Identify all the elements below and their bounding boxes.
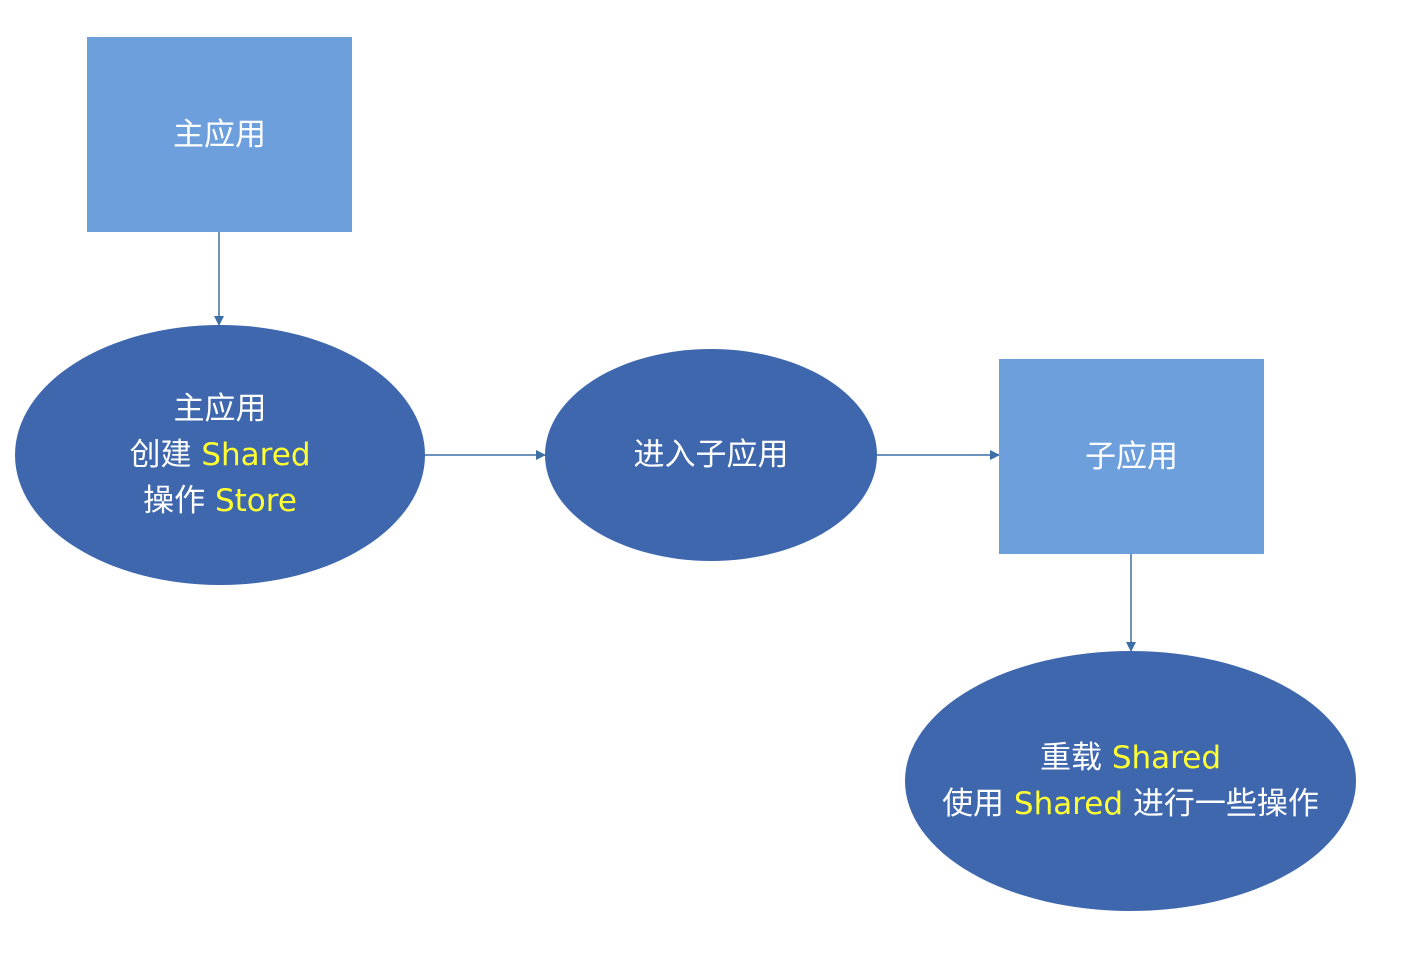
create-shared-line-1: 主应用 (173, 391, 267, 427)
reload-shared-line-2-prefix: 使用 (942, 786, 1014, 822)
enter-sub-app-ellipse: 进入子应用 (545, 349, 877, 561)
main-app-box: 主应用 (87, 37, 352, 232)
create-shared-ellipse: 主应用 创建 Shared 操作 Store (15, 325, 425, 585)
create-shared-line-3-highlight: Store (214, 483, 297, 519)
sub-app-label: 子应用 (1085, 438, 1178, 475)
reload-shared-line-1-prefix: 重载 (1040, 740, 1112, 776)
create-shared-line-2-prefix: 创建 (129, 437, 202, 473)
reload-shared-line-2-highlight: Shared (1013, 786, 1124, 822)
create-shared-line-3: 操作 Store (143, 478, 297, 524)
sub-app-box: 子应用 (999, 359, 1264, 554)
reload-shared-ellipse: 重载 Shared 使用 Shared 进行一些操作 (905, 651, 1356, 911)
create-shared-line-2: 创建 Shared (130, 432, 311, 478)
reload-shared-line-2: 使用 Shared 进行一些操作 (942, 781, 1319, 827)
create-shared-line-2-highlight: Shared (201, 437, 311, 473)
reload-shared-line-1-highlight: Shared (1111, 740, 1221, 776)
reload-shared-line-2-suffix: 进行一些操作 (1123, 786, 1319, 822)
create-shared-line-3-prefix: 操作 (143, 483, 215, 519)
enter-sub-app-label: 进入子应用 (633, 437, 789, 473)
main-app-label: 主应用 (173, 116, 266, 153)
reload-shared-line-1: 重载 Shared (1040, 735, 1221, 781)
